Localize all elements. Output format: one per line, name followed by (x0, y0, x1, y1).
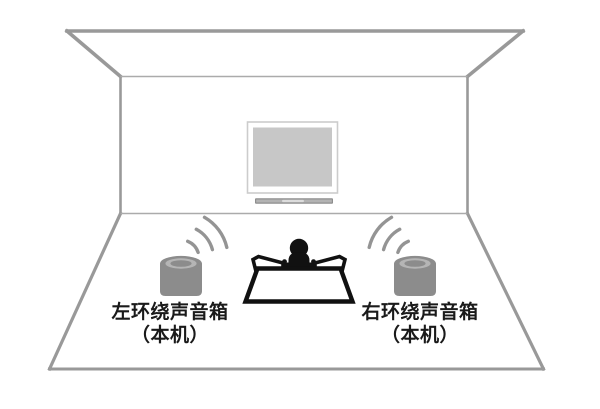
floor-left-corner (47, 211, 123, 372)
right-wave-small (396, 239, 410, 255)
right-speaker-icon (394, 255, 436, 296)
right-sound-waves-icon (367, 215, 410, 255)
sofa-backrest-bar (280, 262, 318, 270)
left-sound-waves-icon (186, 215, 229, 255)
left-speaker-top-center (170, 260, 192, 267)
left-speaker-icon (160, 255, 202, 296)
tv-screen (253, 127, 332, 187)
left-speaker-label-line1: 左环绕声音箱 (111, 301, 229, 323)
right-speaker-top-center (404, 260, 426, 267)
right-wave-large (367, 215, 394, 250)
right-speaker-body (394, 263, 436, 296)
left-speaker-label-line2: （本机） (130, 324, 209, 346)
left-speaker-body (160, 263, 202, 296)
ceiling-right-corner (464, 28, 526, 80)
listener-and-sofa (242, 238, 356, 304)
left-wave-large (202, 215, 229, 250)
tv-stand-highlight (282, 199, 304, 203)
right-speaker-label: 右环绕声音箱 （本机） (335, 301, 505, 347)
left-speaker-label: 左环绕声音箱 （本机） (85, 301, 255, 347)
ceiling-left-corner (64, 28, 124, 80)
back-wall-thin-edges (120, 75, 468, 215)
floor-right-corner (465, 211, 546, 372)
right-wave-medium (381, 227, 402, 252)
right-speaker-label-line2: （本机） (380, 324, 459, 346)
sofa-body (242, 266, 356, 304)
left-wave-small (186, 239, 200, 255)
left-wave-medium (194, 227, 215, 252)
right-speaker-label-line1: 右环绕声音箱 (361, 301, 479, 323)
tv (246, 121, 339, 204)
room-outline (47, 28, 546, 372)
